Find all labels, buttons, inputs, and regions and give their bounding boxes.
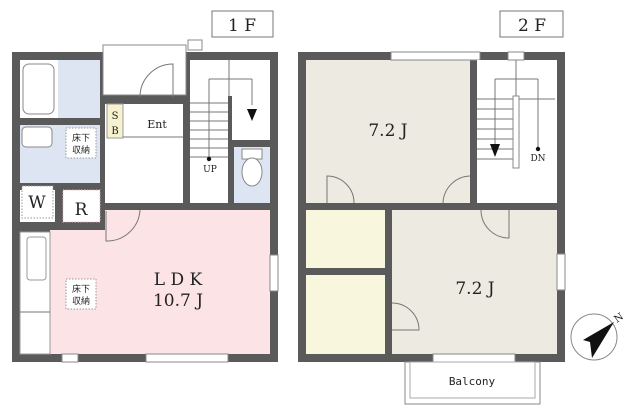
meter-box xyxy=(187,39,203,51)
washer-box xyxy=(21,185,54,219)
ldk-door[interactable] xyxy=(105,209,141,242)
toilet-icon xyxy=(241,157,263,187)
window xyxy=(145,353,229,363)
stair-treads xyxy=(190,60,253,159)
shoebox-label: S xyxy=(112,111,119,122)
north-arrow-icon: N xyxy=(570,311,626,361)
window xyxy=(507,51,525,61)
compass-label: N xyxy=(612,311,626,325)
window xyxy=(61,353,79,363)
ldk-label: L D K xyxy=(154,270,203,290)
second-floor: 2 F 7.2 J DN 7.2 J Balcony xyxy=(298,10,566,405)
shoebox xyxy=(106,103,124,139)
stair-start-dot xyxy=(206,156,212,162)
door[interactable] xyxy=(442,175,471,204)
stair-arrow-icon xyxy=(490,144,500,157)
entry-porch xyxy=(102,44,187,96)
first-floor: 1 F 床下 収納 W R S B Ent xyxy=(12,10,279,363)
bedroom-north xyxy=(306,60,470,203)
balcony xyxy=(404,361,541,405)
staircase-lower xyxy=(190,60,230,203)
room-size: 7.2 J xyxy=(455,279,494,299)
door[interactable] xyxy=(391,302,420,331)
fridge-label: R xyxy=(75,200,89,220)
ldk xyxy=(105,210,270,354)
fridge-space xyxy=(62,189,101,223)
window xyxy=(269,254,279,292)
balcony-inner xyxy=(409,361,536,399)
bathtub xyxy=(22,63,55,115)
storage-label: 床下 xyxy=(72,283,90,295)
door[interactable] xyxy=(326,175,355,204)
floor-label-box xyxy=(211,10,274,38)
front-door[interactable] xyxy=(139,63,174,98)
washer-label: W xyxy=(28,193,46,213)
sink xyxy=(21,126,53,148)
floor-label-2f: 2 F xyxy=(518,16,546,36)
stair-start-dot xyxy=(535,146,541,152)
floor-label-box xyxy=(499,10,564,38)
stair-arrow-icon xyxy=(247,109,257,121)
room-size: 7.2 J xyxy=(368,121,407,141)
underfloor-storage xyxy=(65,278,97,310)
stair-rail xyxy=(512,95,520,169)
storage-label: 収納 xyxy=(72,295,90,307)
entrance-label: Ent xyxy=(147,118,167,131)
window xyxy=(556,253,566,291)
floor-label-1f: 1 F xyxy=(228,16,256,36)
stair-wall xyxy=(228,96,232,204)
stair-down-label: DN xyxy=(530,154,545,164)
balcony-label: Balcony xyxy=(449,375,496,388)
ldk-size: 10.7 J xyxy=(153,291,203,311)
bathroom xyxy=(58,60,100,118)
closet xyxy=(306,275,385,354)
window xyxy=(390,51,481,61)
storage-label: 床下 xyxy=(72,132,90,144)
stair-up-label: UP xyxy=(203,165,217,175)
kitchen-sink xyxy=(26,236,47,281)
closet xyxy=(306,210,385,268)
shoebox-label: B xyxy=(111,126,118,137)
door[interactable] xyxy=(480,209,510,239)
window xyxy=(432,353,516,363)
underfloor-storage xyxy=(65,127,97,159)
storage-label: 収納 xyxy=(72,144,90,156)
